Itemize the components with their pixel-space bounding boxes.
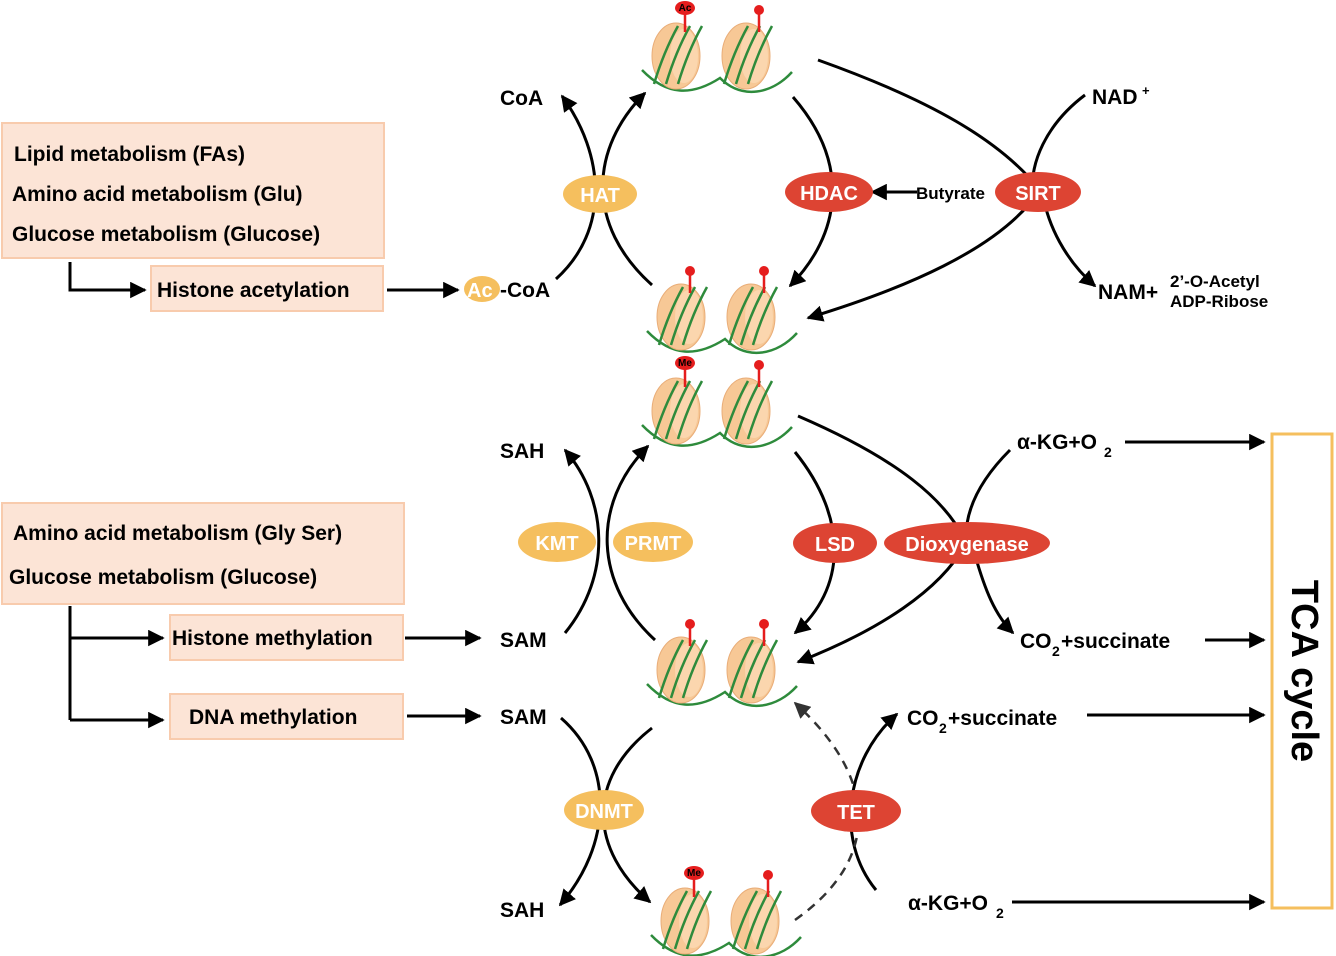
hdac-enzyme: HDAC [785, 172, 873, 212]
akg-label-bottom: α-KG+O 2 [908, 892, 1004, 921]
kmt-arc [563, 448, 601, 634]
source-glucose-metabolism-2: Glucose metabolism (Glucose) [9, 566, 317, 589]
dna-methylation-label: DNA methylation [189, 706, 357, 729]
sam-label-histone: SAM [500, 629, 547, 652]
nucleosome-deacetylated [646, 266, 798, 354]
svg-text:Ac: Ac [679, 3, 692, 14]
sirt-long-arc-top [817, 58, 1042, 191]
nucleosome-histone-methylated: Me [641, 356, 793, 448]
sirt-long-arc-bottom [806, 189, 1042, 322]
prmt-enzyme: PRMT [613, 522, 693, 562]
source-amino-acid-metabolism: Amino acid metabolism (Glu) [12, 183, 303, 206]
tet-label: TET [837, 802, 875, 824]
tca-cycle-label: TCA cycle [1283, 580, 1325, 762]
acetyl-coa-label: Ac -CoA [464, 276, 550, 302]
lsd-label: LSD [815, 534, 855, 556]
succinate-text-bottom: +succinate [948, 707, 1057, 730]
acetyl-badge-text: Ac [467, 280, 493, 302]
sah-label-top: SAH [500, 440, 544, 463]
dioxygenase-co2-arc [973, 554, 1015, 635]
co2-subscript-bottom: 2 [939, 720, 947, 736]
tet-enzyme: TET [811, 790, 901, 832]
akg-label-top: α-KG+O 2 [1017, 431, 1112, 460]
dioxygenase-label: Dioxygenase [905, 534, 1028, 556]
akg-subscript-bottom: 2 [996, 905, 1004, 921]
source-amino-acid-gly-ser: Amino acid metabolism (Gly Ser) [13, 522, 342, 545]
acetyl-coa-suffix: -CoA [500, 279, 550, 302]
source-lipid-metabolism: Lipid metabolism (FAs) [14, 143, 245, 166]
source-glucose-metabolism: Glucose metabolism (Glucose) [12, 223, 320, 246]
kmt-enzyme: KMT [518, 522, 596, 562]
adp-ribose-line1: 2’-O-Acetyl [1170, 272, 1260, 291]
histone-methylation-box: Histone methylation [169, 614, 404, 661]
co2-text-top: CO [1020, 630, 1052, 653]
kmt-label: KMT [535, 533, 578, 555]
dioxygenase-long-arc-top [797, 414, 967, 541]
tet-demethylation-dashed-arrow [793, 701, 860, 922]
nad-superscript: + [1142, 83, 1150, 98]
akg-text-top: α-KG+O [1017, 431, 1097, 454]
sam-label-dna: SAM [500, 706, 547, 729]
nam-label: NAM+ [1098, 281, 1158, 304]
hat-enzyme: HAT [563, 175, 637, 213]
lsd-enzyme: LSD [793, 523, 877, 563]
nucleosome-acetylated: Ac [641, 1, 793, 93]
histone-methylation-label: Histone methylation [172, 627, 373, 650]
adp-ribose-line2: ADP-Ribose [1170, 292, 1268, 311]
butyrate-label: Butyrate [916, 184, 985, 203]
acetylation-connector [68, 262, 147, 299]
dnmt-label: DNMT [575, 801, 633, 823]
succinate-text-top: +succinate [1061, 630, 1170, 653]
nad-text: NAD [1092, 86, 1138, 109]
dna-methylation-box: DNA methylation [169, 693, 404, 740]
co2-text-bottom: CO [907, 707, 939, 730]
co2-succinate-label-bottom: CO 2 +succinate [907, 707, 1057, 736]
akg-subscript-top: 2 [1104, 444, 1112, 460]
nucleosome-histone-unmethylated [646, 619, 798, 707]
acetyl-group-badge [464, 276, 500, 302]
co2-subscript-top: 2 [1052, 643, 1060, 659]
sirt-label: SIRT [1015, 183, 1061, 205]
hdac-label: HDAC [800, 183, 858, 205]
co2-succinate-label-top: CO 2 +succinate [1020, 630, 1170, 659]
histone-acetylation-box: Histone acetylation [150, 265, 384, 312]
sah-label-bottom: SAH [500, 899, 544, 922]
dnmt-enzyme: DNMT [564, 790, 644, 830]
coa-label: CoA [500, 87, 543, 110]
histone-acetylation-label: Histone acetylation [157, 279, 350, 302]
nucleosome-dna-methylated: Me [650, 866, 802, 956]
svg-text:Me: Me [687, 868, 701, 879]
tca-cycle-box: TCA cycle [1270, 432, 1334, 910]
dioxygenase-enzyme: Dioxygenase [884, 522, 1050, 564]
akg-text-bottom: α-KG+O [908, 892, 988, 915]
sirt-enzyme: SIRT [995, 172, 1081, 212]
acetylation-sources-box: Lipid metabolism (FAs) Amino acid metabo… [1, 122, 385, 259]
hat-label: HAT [580, 185, 620, 207]
prmt-arc [605, 444, 657, 642]
methylation-sources-box: Amino acid metabolism (Gly Ser) Glucose … [1, 502, 405, 605]
svg-text:Me: Me [678, 358, 692, 369]
prmt-label: PRMT [625, 533, 682, 555]
nad-label: NAD + [1092, 83, 1150, 109]
